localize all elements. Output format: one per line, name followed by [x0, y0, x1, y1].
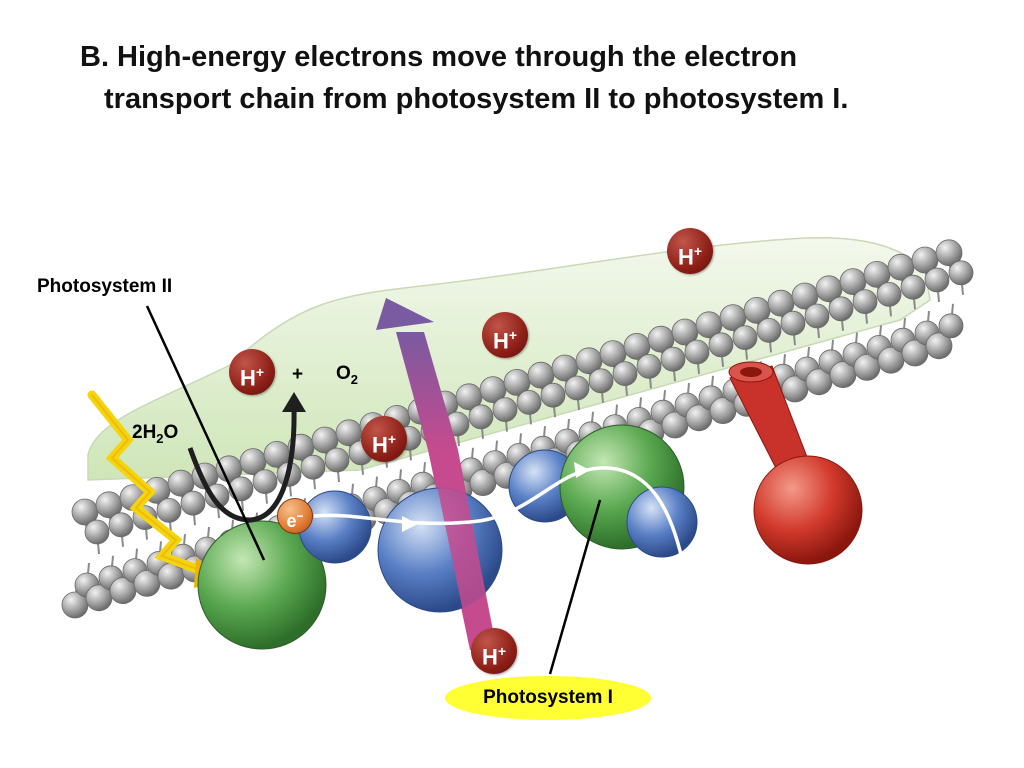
- water-prefix: 2H: [132, 422, 157, 443]
- electron-symbol: e: [286, 511, 297, 531]
- plastoquinone-carrier: [298, 490, 372, 564]
- lipid-bead: [636, 353, 662, 379]
- lipid-bead: [612, 361, 638, 387]
- lipid-bead: [684, 339, 710, 365]
- lipid-bead: [925, 332, 953, 360]
- ferredoxin-carrier: [626, 486, 698, 558]
- hydrogen-ion-symbol: H: [371, 432, 388, 458]
- hydrogen-ion-5: H+: [471, 628, 517, 674]
- photosystem-i-leader: [548, 499, 602, 675]
- hydrogen-ion-symbol: H: [239, 365, 256, 391]
- lipid-bead: [660, 346, 686, 372]
- photosystem-ii-label: Photosystem II: [37, 276, 173, 297]
- lipid-bead: [828, 296, 854, 322]
- lipid-bead: [804, 303, 830, 329]
- hydrogen-ion-symbol: H: [492, 328, 509, 354]
- lipid-bead: [156, 497, 182, 523]
- hydrogen-ion-2: H+: [482, 312, 528, 358]
- lipid-bead: [540, 382, 566, 408]
- hydrogen-ion-charge: +: [387, 431, 397, 447]
- lipid-bead: [780, 310, 806, 336]
- water-suffix: O: [163, 422, 179, 443]
- lipid-bead: [938, 313, 964, 339]
- oxygen-label: O2: [336, 363, 358, 387]
- lipid-bead: [300, 454, 326, 480]
- electron-flow-path: [313, 466, 686, 569]
- atp-synthase: [728, 361, 863, 565]
- lipid-bead: [900, 274, 926, 300]
- lipid-bead: [708, 332, 734, 358]
- hydrogen-ion-symbol: H: [677, 244, 694, 270]
- hydrogen-ion-4: H+: [361, 416, 407, 462]
- slide-title: B. High-energy electrons move through th…: [80, 36, 980, 120]
- plus-sign: +: [292, 364, 304, 385]
- lipid-bead: [924, 267, 950, 293]
- lipid-bead: [935, 239, 963, 267]
- hydrogen-ion-charge: +: [693, 243, 703, 259]
- lipid-bead: [852, 289, 878, 315]
- lipid-bead: [588, 368, 614, 394]
- electron-charge: −: [296, 509, 304, 523]
- lipid-bead: [492, 397, 518, 423]
- oxygen-subscript: 2: [350, 371, 359, 387]
- electron: e−: [277, 498, 313, 534]
- lipid-bead: [516, 389, 542, 415]
- lipid-bead: [324, 447, 350, 473]
- lipid-bead: [252, 469, 278, 495]
- thylakoid-lumen: [87, 236, 931, 481]
- water-splitting-arrow: [187, 407, 297, 523]
- water-label: 2H2O: [132, 422, 178, 446]
- lipid-bead: [228, 476, 254, 502]
- electron-flow-arrowhead: [402, 516, 418, 532]
- water-subscript: 2: [156, 430, 164, 446]
- lipid-bead: [756, 317, 782, 343]
- hydrogen-ion-charge: +: [508, 327, 518, 343]
- lipid-bead: [732, 325, 758, 351]
- hydrogen-ion-1: H+: [667, 228, 713, 274]
- lipid-bead: [948, 260, 974, 286]
- lipid-bead: [564, 375, 590, 401]
- lipid-bead: [876, 281, 902, 307]
- hydrogen-ion-charge: +: [255, 364, 265, 380]
- photosystem-i-label: Photosystem I: [445, 676, 651, 720]
- oxygen-symbol: O: [336, 363, 351, 384]
- lipid-bead: [108, 512, 134, 538]
- title-line-2: transport chain from photosystem II to p…: [104, 83, 849, 115]
- hydrogen-ion-symbol: H: [481, 644, 498, 670]
- photosystem-ii-leader: [145, 305, 266, 561]
- lipid-bead: [468, 404, 494, 430]
- hydrogen-ion-3: H+: [229, 349, 275, 395]
- lipid-bead: [180, 490, 206, 516]
- lipid-bead: [84, 519, 110, 545]
- title-line-1: B. High-energy electrons move through th…: [80, 41, 798, 73]
- hydrogen-ion-charge: +: [497, 643, 507, 659]
- photosystem-ii: [197, 520, 327, 650]
